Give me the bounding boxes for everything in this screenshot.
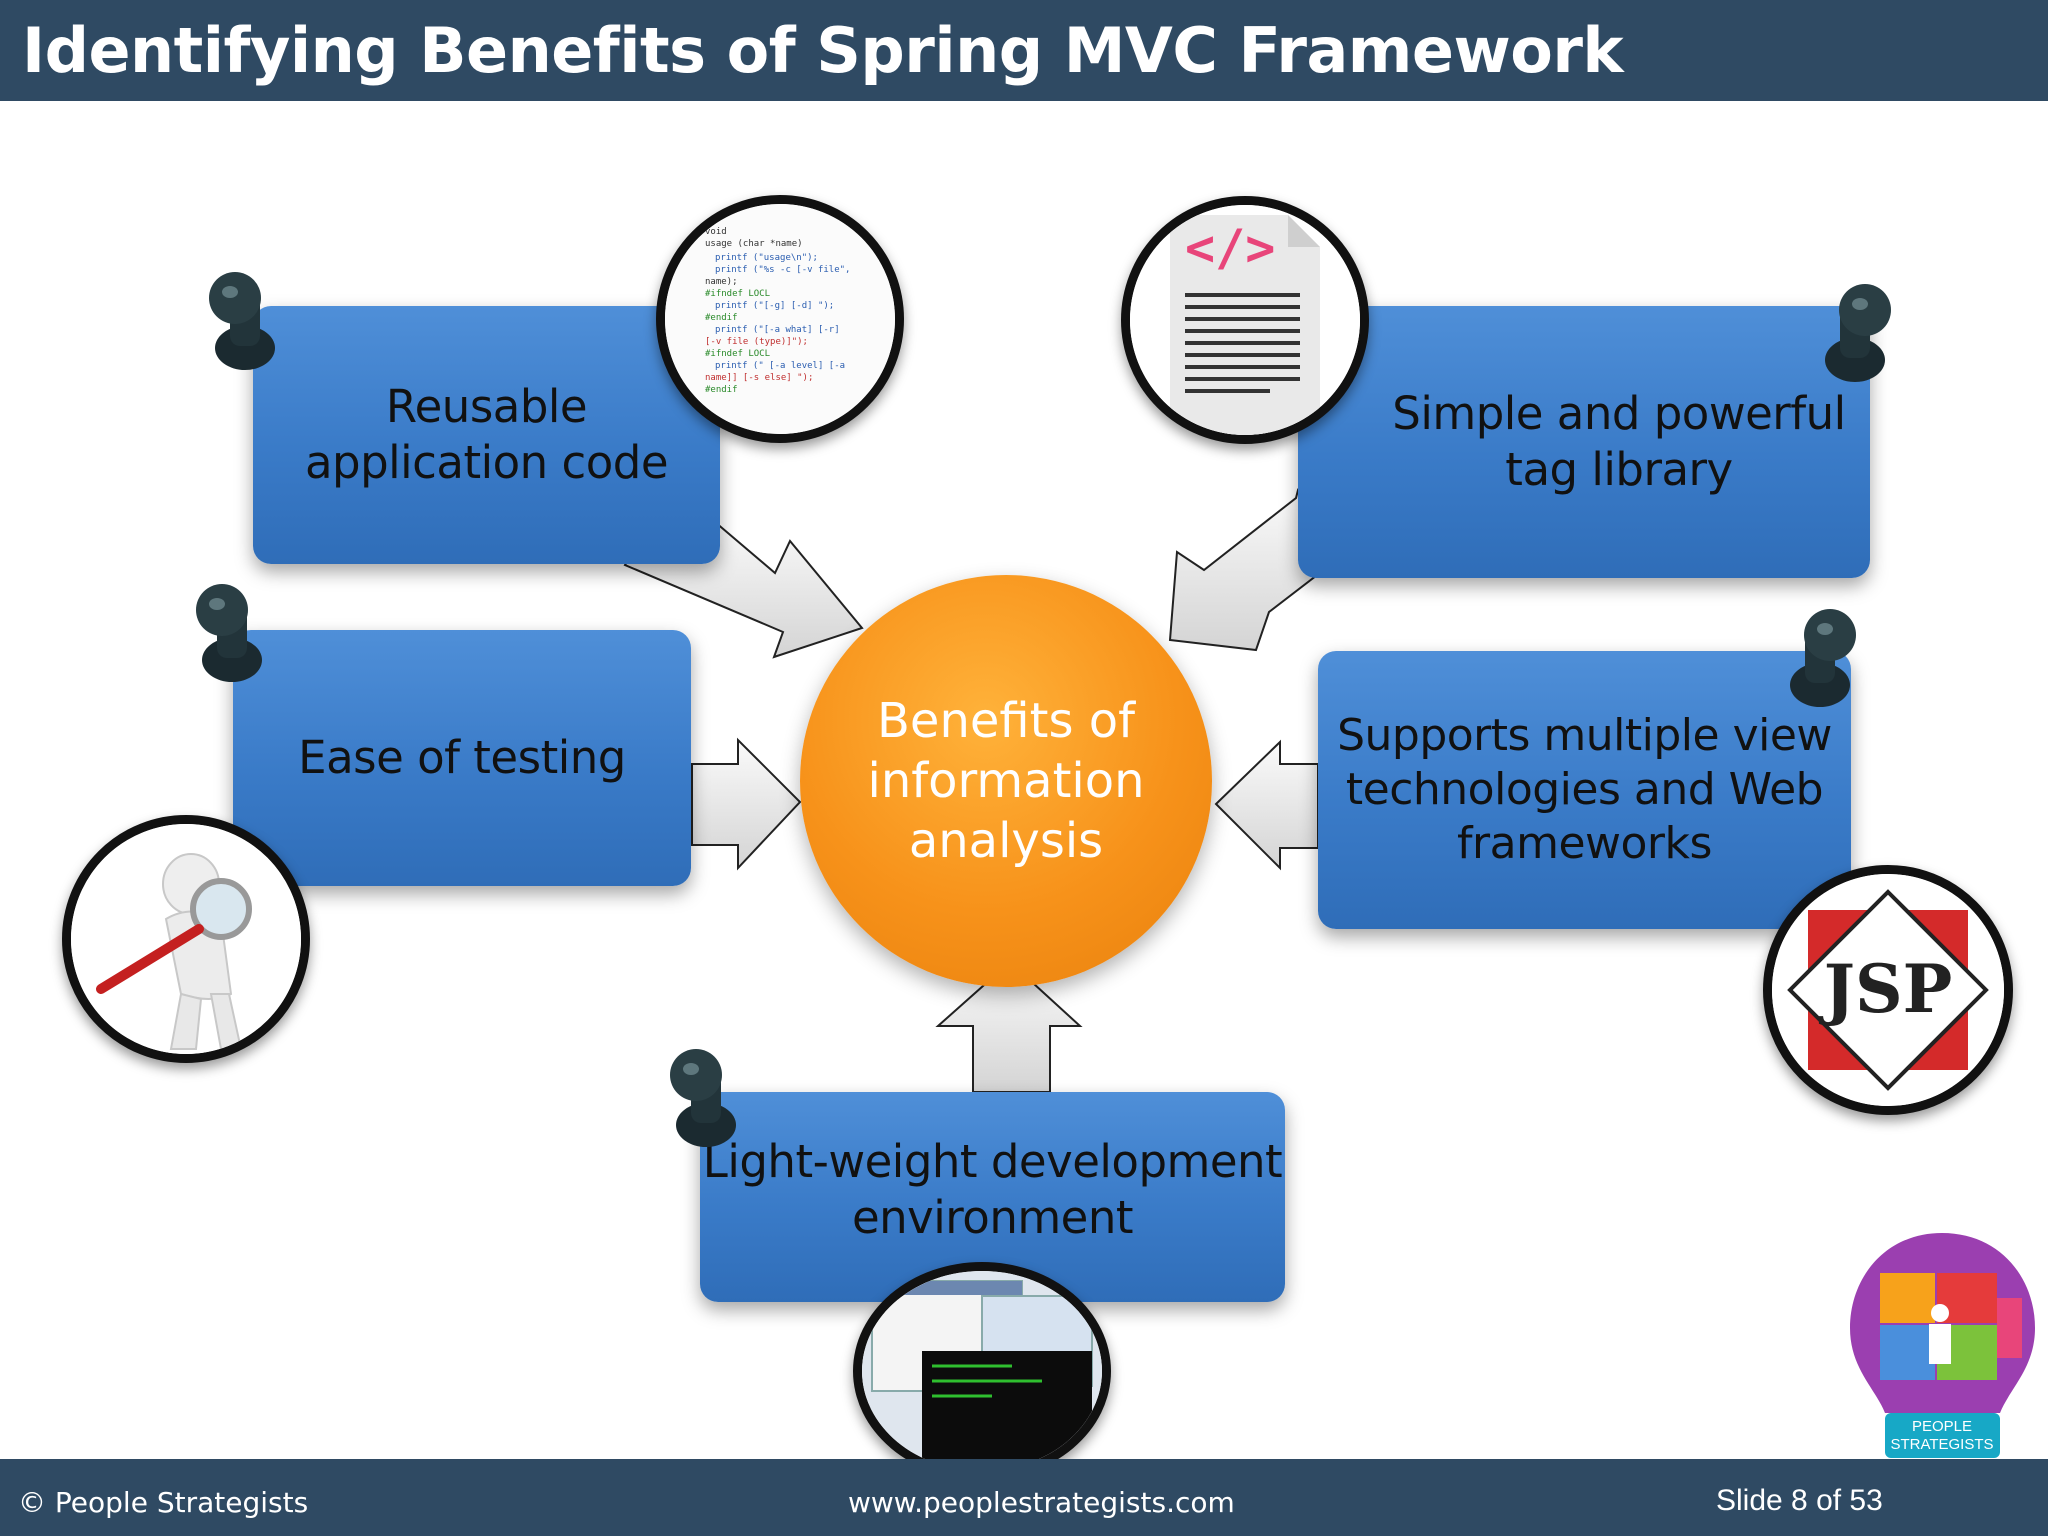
arrow-testing [691,737,802,871]
svg-text:[-v file (type)]");: [-v file (type)]"); [705,337,808,347]
svg-text:printf (" [-a level] [-a: printf (" [-a level] [-a [715,361,845,371]
footer-url[interactable]: www.peoplestrategists.com [848,1486,1235,1519]
box-lightweight-line2: environment [851,1191,1134,1244]
pushpin-icon [196,584,262,682]
arrow-lightweight [935,960,1083,1093]
box-taglib-line1: Simple and powerful [1392,387,1846,440]
people-strategists-logo: PEOPLE STRATEGISTS [1850,1233,2035,1458]
html-document-icon: </> [1121,196,1369,444]
svg-text:printf ("[-g] [-d] ");: printf ("[-g] [-d] "); [715,301,834,311]
svg-text:#endif: #endif [705,385,738,395]
svg-text:name]] [-s else] ");: name]] [-s else] "); [705,373,813,383]
logo-line1: PEOPLE [1912,1418,1972,1435]
pushpin-icon [209,272,275,370]
jsp-logo-icon: JSP [1763,865,2013,1115]
slide-counter: Slide 8 of 53 [1716,1484,1883,1517]
box-views-line2: technologies and Web [1345,764,1824,815]
magnifier-figure-icon [62,815,310,1063]
pushpin-icon [670,1049,736,1147]
terminal-screenshot-icon [853,1262,1111,1480]
slide-title: Identifying Benefits of Spring MVC Frame… [22,14,1624,87]
svg-text:usage (char *name): usage (char *name) [705,239,803,249]
box-lightweight-line1: Light-weight development [702,1135,1283,1188]
svg-text:#ifndef LOCL: #ifndef LOCL [705,289,770,299]
svg-text:</>: </> [1185,219,1275,277]
logo-line2: STRATEGISTS [1890,1436,1993,1453]
footer-copyright: © People Strategists [18,1486,309,1519]
center-line1: Benefits of [877,693,1135,749]
box-reusable-line2: application code [304,436,669,489]
header-bar [0,0,2048,101]
svg-text:#endif: #endif [705,313,738,323]
pushpin-icon [1825,284,1891,382]
pushpin-icon [1790,609,1856,707]
box-taglib-line2: tag library [1505,443,1733,496]
svg-text:printf ("usage\n");: printf ("usage\n"); [715,253,818,263]
svg-text:printf ("[-a what] [-r]: printf ("[-a what] [-r] [715,325,840,335]
svg-text:printf ("%s -c [-v file",: printf ("%s -c [-v file", [715,265,850,275]
center-line3: analysis [908,813,1104,869]
box-ease-of-testing: Ease of testing [233,630,691,886]
svg-text:JSP: JSP [1819,950,1953,1028]
box-views-line1: Supports multiple view [1337,710,1832,761]
footer-bar [0,1459,2048,1536]
box-testing-line1: Ease of testing [298,731,626,784]
box-views-line3: frameworks [1457,818,1712,869]
center-line2: information [867,753,1145,809]
svg-text:void: void [705,227,727,237]
svg-text:name);: name); [705,277,738,287]
box-reusable-line1: Reusable [385,380,588,433]
arrow-views [1214,739,1319,871]
svg-text:#ifndef LOCL: #ifndef LOCL [705,349,770,359]
code-snippet-icon: void usage (char *name) printf ("usage\n… [656,195,904,443]
